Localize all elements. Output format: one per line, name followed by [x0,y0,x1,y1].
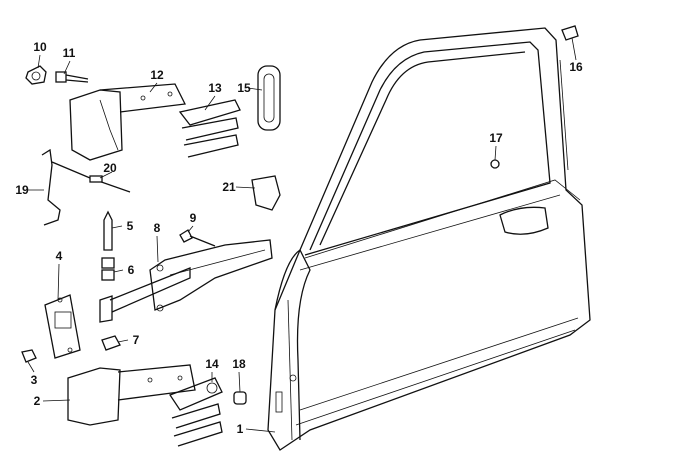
callout-2: 2 [33,394,41,408]
callout-20: 20 [103,161,117,175]
callout-4: 4 [55,249,63,263]
part-16 [561,25,579,41]
callout-8: 8 [153,221,161,235]
part-4 [44,294,81,359]
part-10-11 [25,65,89,85]
callout-3: 3 [30,373,38,387]
callout-12: 12 [150,68,164,82]
part-9 [179,229,216,247]
callout-1: 1 [236,422,244,436]
callout-9: 9 [189,211,197,225]
part-7 [101,335,121,351]
callout-13: 13 [208,81,222,95]
part-15 [257,65,281,131]
callout-6: 6 [127,263,135,277]
part-17 [490,159,500,169]
part-14 [169,377,223,447]
callout-21: 21 [222,180,236,194]
callout-10: 10 [33,40,47,54]
callout-18: 18 [232,357,246,371]
part-8 [99,239,273,323]
part-3 [21,349,37,363]
part-13 [178,99,241,158]
callout-7: 7 [132,333,140,347]
callout-17: 17 [489,131,503,145]
part-5-6 [101,210,115,281]
callout-5: 5 [126,219,134,233]
callout-14: 14 [205,357,219,371]
part-18 [233,391,247,405]
leader-lines [27,37,577,433]
callout-16: 16 [569,60,583,74]
part-21 [251,175,281,211]
part-19-20 [41,148,131,226]
part-12 [69,83,186,161]
door-shell [267,27,591,451]
callout-15: 15 [237,81,251,95]
callout-19: 19 [15,183,29,197]
callout-11: 11 [62,46,76,60]
part-2 [67,364,196,426]
